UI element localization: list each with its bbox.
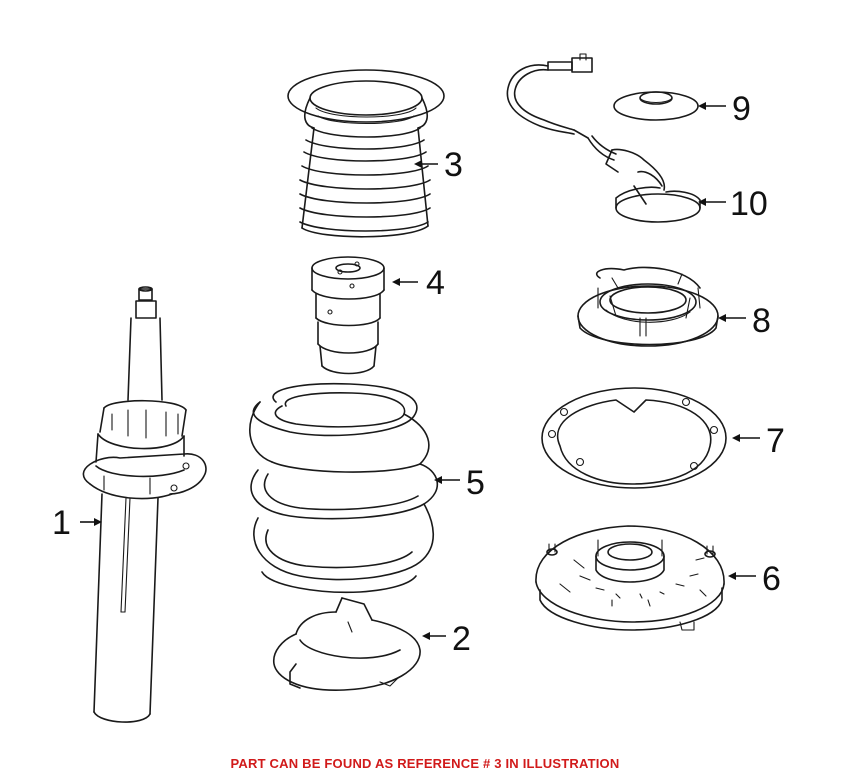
callout-5: 5 — [434, 464, 485, 502]
callout-4: 4 — [392, 264, 445, 302]
callout-8: 8 — [718, 302, 771, 340]
callout-10: 10 — [698, 185, 768, 223]
callout-2: 2 — [422, 620, 471, 658]
reference-caption: PART CAN BE FOUND AS REFERENCE # 3 IN IL… — [230, 756, 620, 771]
callout-label: 8 — [752, 302, 771, 340]
callout-label: 9 — [732, 90, 751, 128]
callout-label: 1 — [52, 504, 71, 542]
callout-9: 9 — [698, 90, 751, 128]
callout-label: 3 — [444, 146, 463, 184]
callout-7: 7 — [732, 422, 785, 460]
strut-mount-drawing — [535, 525, 725, 631]
callout-label: 10 — [730, 185, 768, 223]
callout-6: 6 — [728, 560, 781, 598]
coil-spring-drawing — [249, 382, 439, 594]
callout-label: 2 — [452, 620, 471, 658]
upper-spring-seat-drawing — [577, 266, 719, 347]
callout-label: 5 — [466, 464, 485, 502]
callout-label: 4 — [426, 264, 445, 302]
sensor-harness-drawing — [506, 53, 701, 223]
callout-1: 1 — [52, 504, 102, 542]
dust-boot-drawing — [287, 69, 445, 238]
callout-label: 7 — [766, 422, 785, 460]
lower-spring-seat-drawing — [272, 597, 421, 691]
callout-label: 6 — [762, 560, 781, 598]
cap-drawing — [613, 91, 699, 121]
mount-gasket-drawing — [541, 387, 727, 489]
bump-stop-drawing — [311, 256, 385, 375]
strut-assembly-drawing — [82, 286, 207, 723]
callout-3: 3 — [414, 146, 463, 184]
